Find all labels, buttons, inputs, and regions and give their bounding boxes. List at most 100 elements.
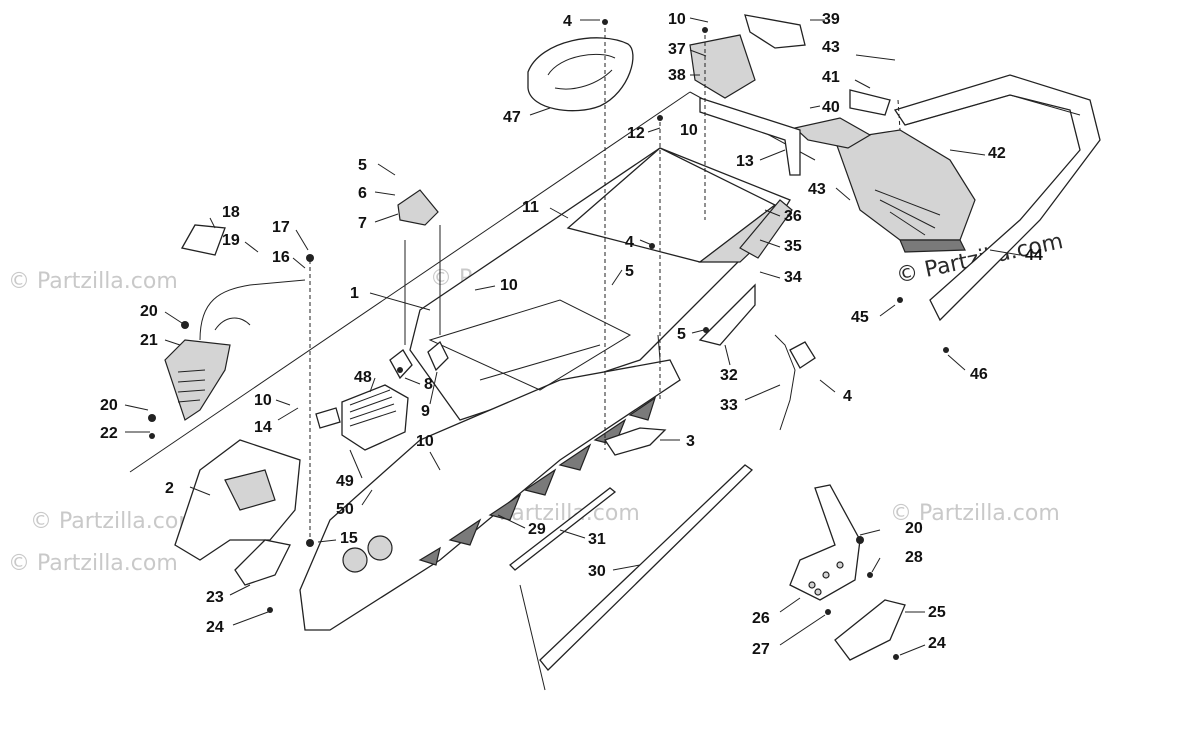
bracket-40 <box>793 117 872 149</box>
callout-6: 6 <box>358 185 367 202</box>
taillight-38 <box>689 34 756 99</box>
callout-45: 45 <box>851 309 869 326</box>
callout-5: 5 <box>358 157 367 174</box>
footrest-25 <box>834 599 906 661</box>
seat-pad-47 <box>527 37 634 112</box>
front-bracket-2 <box>174 439 301 561</box>
callout-34: 34 <box>784 269 802 286</box>
heat-shield-21 <box>164 339 231 421</box>
callout-37: 37 <box>668 41 686 58</box>
callout-14: 14 <box>254 419 272 436</box>
callout-39: 39 <box>822 11 840 28</box>
bracket-9 <box>427 340 449 372</box>
callout-42: 42 <box>988 145 1006 162</box>
bracket-8 <box>389 349 413 380</box>
callout-49: 49 <box>336 473 354 490</box>
callout-24: 24 <box>206 619 224 636</box>
callout-48: 48 <box>354 369 372 386</box>
callout-47: 47 <box>503 109 521 126</box>
strap-33 <box>774 334 796 431</box>
mount-35 <box>739 199 793 259</box>
callout-10: 10 <box>680 122 698 139</box>
callout-20: 20 <box>905 520 923 537</box>
callout-41: 41 <box>822 69 840 86</box>
callout-40: 40 <box>822 99 840 116</box>
callout-5: 5 <box>677 326 686 343</box>
callout-10: 10 <box>254 392 272 409</box>
hardware-dots <box>148 19 949 660</box>
watermark: © Partzilla.com <box>8 269 178 294</box>
callout-21: 21 <box>140 332 158 349</box>
watermark: © Partzilla.com <box>890 501 1060 526</box>
callout-35: 35 <box>784 238 802 255</box>
fastener-leaders <box>309 28 901 540</box>
tunnel-frame <box>299 147 791 631</box>
callout-19: 19 <box>222 232 240 249</box>
callout-16: 16 <box>272 249 290 266</box>
callout-7: 7 <box>358 215 367 232</box>
plate-41 <box>849 89 891 116</box>
callout-29: 29 <box>528 521 546 538</box>
ecu-48 <box>315 384 409 451</box>
rear-bumper-44 <box>893 74 1101 322</box>
rail-bar-30 <box>539 464 754 671</box>
gusset-32 <box>698 283 756 346</box>
callout-11: 11 <box>522 199 539 216</box>
callout-18: 18 <box>222 204 240 221</box>
handle-19 <box>180 224 306 341</box>
callout-8: 8 <box>424 376 433 393</box>
callout-4: 4 <box>843 388 852 405</box>
bracket-7 <box>397 189 439 226</box>
callout-17: 17 <box>272 219 290 236</box>
callout-32: 32 <box>720 367 738 384</box>
callout-43: 43 <box>822 39 840 56</box>
step-plate-26 <box>789 484 861 601</box>
callout-20: 20 <box>100 397 118 414</box>
callout-25: 25 <box>928 604 946 621</box>
snow-flap-42 <box>834 129 976 253</box>
cap-18 <box>180 224 226 256</box>
callout-27: 27 <box>752 641 770 658</box>
bracket-13 <box>699 97 801 176</box>
callout-20: 20 <box>140 303 158 320</box>
callout-46: 46 <box>970 366 988 383</box>
rail-cutouts <box>418 396 657 566</box>
callout-5: 5 <box>625 263 634 280</box>
callout-50: 50 <box>336 501 354 518</box>
bracket-3 <box>603 427 667 456</box>
strap-end <box>789 341 816 369</box>
callout-31: 31 <box>588 531 606 548</box>
callout-4: 4 <box>563 13 572 30</box>
callout-23: 23 <box>206 589 224 606</box>
callout-3: 3 <box>686 433 695 450</box>
footrest-23 <box>234 539 291 586</box>
callout-30: 30 <box>588 563 606 580</box>
frame-hole <box>342 547 368 573</box>
callout-12: 12 <box>627 125 645 142</box>
watermark: © Partzilla.com <box>30 509 200 534</box>
callout-22: 22 <box>100 425 118 442</box>
callout-36: 36 <box>784 208 802 225</box>
strip-31 <box>509 487 617 571</box>
callout-33: 33 <box>720 397 738 414</box>
callout-10: 10 <box>416 433 434 450</box>
callout-24: 24 <box>928 635 946 652</box>
callout-44: 44 <box>1025 247 1043 264</box>
callout-10: 10 <box>668 11 686 28</box>
lens-39 <box>744 14 806 49</box>
callout-28: 28 <box>905 549 923 566</box>
callout-4: 4 <box>625 234 634 251</box>
watermark: © Partzilla.com <box>8 551 178 576</box>
callout-43: 43 <box>808 181 826 198</box>
callout-group: 1 2 3 4 4 4 5 5 5 6 7 8 9 10 10 10 10 10 <box>100 11 1043 658</box>
callout-1: 1 <box>350 285 359 302</box>
callout-9: 9 <box>421 403 430 420</box>
callout-13: 13 <box>736 153 754 170</box>
callout-15: 15 <box>340 530 358 547</box>
callout-10: 10 <box>500 277 518 294</box>
callout-38: 38 <box>668 67 686 84</box>
callout-26: 26 <box>752 610 770 627</box>
callout-2: 2 <box>165 480 174 497</box>
frame-hole <box>367 535 393 561</box>
